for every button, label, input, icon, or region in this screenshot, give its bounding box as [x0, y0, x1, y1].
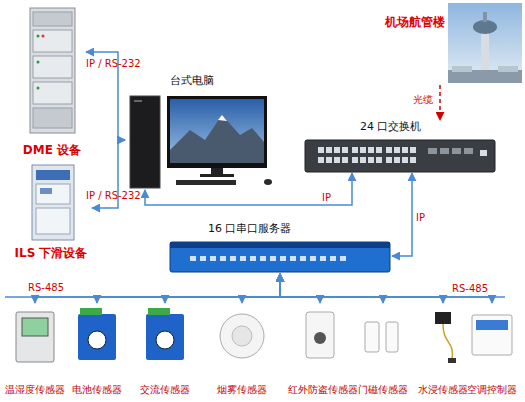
- equipment-node: ILS 下滑设备: [10, 160, 92, 260]
- node-label: 温湿度传感器: [3, 384, 67, 395]
- sensor-node: 水浸传感器: [411, 303, 475, 395]
- server-node: 16 口串口服务器: [168, 222, 392, 274]
- node-label: 空调控制器: [460, 384, 524, 395]
- serial-server: [170, 242, 390, 272]
- computer-node: 台式电脑: [125, 74, 272, 190]
- sensor-node: 红外防盗传感器: [288, 303, 352, 395]
- sensor-node: 烟雾传感器: [210, 303, 274, 395]
- link-connector: [242, 274, 280, 303]
- sensor-node: 电池传感器: [65, 303, 129, 395]
- control-tower-photo: [448, 3, 522, 83]
- bus-label: RS-485: [452, 283, 488, 295]
- node-label: 水浸传感器: [411, 384, 475, 395]
- sensor-node: 交流传感器: [133, 303, 197, 395]
- edge-label: IP / RS-232: [86, 58, 141, 70]
- tower-node: 机场航管楼: [383, 3, 522, 85]
- node-label: 红外防盗传感器: [288, 384, 352, 395]
- node-label: 16 口串口服务器: [168, 222, 392, 235]
- link-connector: [97, 274, 280, 303]
- link-connector: [392, 173, 412, 256]
- link-connector: [165, 274, 280, 303]
- link-connector: [35, 274, 280, 303]
- node-label: ILS 下滑设备: [10, 246, 92, 260]
- link-connector: [280, 274, 443, 303]
- bus-label: RS-485: [28, 282, 64, 294]
- dme-rack: [30, 8, 75, 133]
- link-connector: [280, 274, 320, 303]
- edge-label: IP: [416, 212, 425, 224]
- sensor-node: 温湿度传感器: [3, 303, 67, 395]
- node-label: 24 口交换机: [303, 120, 497, 133]
- node-label: 烟雾传感器: [210, 384, 274, 395]
- sensor-icons: [16, 308, 512, 363]
- node-label: 机场航管楼: [383, 15, 522, 29]
- node-label: 电池传感器: [65, 384, 129, 395]
- ils-cabinet: [32, 165, 74, 240]
- network-switch: [305, 140, 495, 172]
- switch-node: 24 口交换机: [303, 120, 497, 173]
- node-label: 门磁传感器: [351, 384, 415, 395]
- link-connector: [280, 274, 383, 303]
- sensor-node: 门磁传感器: [351, 303, 415, 395]
- node-label: DME 设备: [18, 143, 86, 157]
- node-label: 交流传感器: [133, 384, 197, 395]
- fiber-connector: [439, 85, 441, 120]
- edge-label: 光缆: [413, 94, 433, 106]
- rs485-bus: [5, 296, 505, 298]
- sensor-node: 空调控制器: [460, 303, 524, 395]
- link-connector: [280, 274, 492, 303]
- edge-label: IP: [322, 192, 331, 204]
- equipment-node: DME 设备: [18, 5, 86, 157]
- edge-label: IP / RS-232: [86, 190, 141, 202]
- link-connector: [145, 173, 352, 205]
- node-label: 台式电脑: [125, 74, 272, 87]
- desktop-computer: [130, 96, 272, 188]
